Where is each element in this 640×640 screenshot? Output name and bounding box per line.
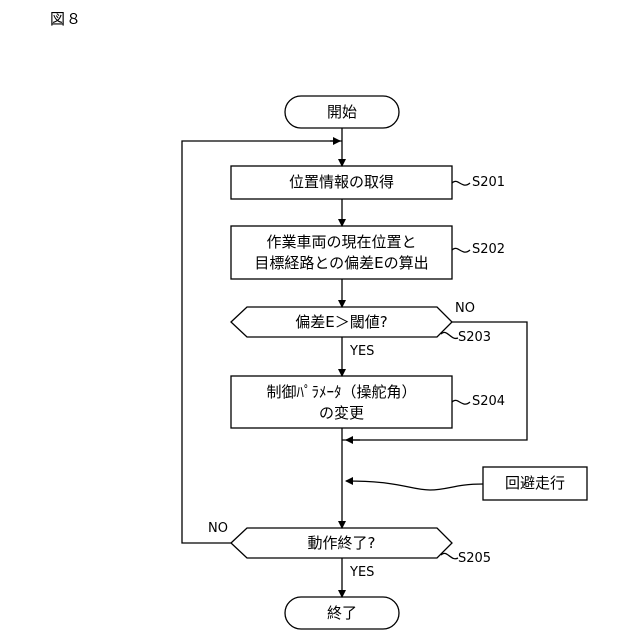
s202-text-line2: 目標経路との偏差Eの算出: [231, 253, 452, 273]
s201-leader: [452, 181, 470, 185]
s204-text-line2: の変更: [231, 403, 452, 423]
s205-text: 動作終了?: [231, 533, 452, 553]
s205-no-loop: [182, 141, 342, 543]
s202-leader: [452, 248, 470, 252]
s203-no-label: NO: [455, 299, 475, 319]
s201-step-label: S201: [472, 173, 505, 193]
s203-text: 偏差E＞閾値?: [231, 312, 452, 332]
figure-label: 図８: [50, 8, 82, 29]
avoid-arrow: [346, 481, 483, 490]
end-text: 終了: [285, 603, 399, 623]
s205-no-label: NO: [208, 519, 228, 539]
s204-text-line1: 制御ﾊﾟﾗﾒｰﾀ（操舵角）: [231, 382, 452, 402]
s203-yes-label: YES: [350, 342, 374, 362]
s203-leader: [441, 332, 458, 338]
s203-step-label: S203: [458, 328, 491, 348]
s205-yes-label: YES: [350, 563, 374, 583]
s205-step-label: S205: [458, 549, 491, 569]
avoid-text: 回避走行: [483, 473, 587, 493]
s205-leader: [441, 553, 458, 558]
s204-leader: [452, 400, 470, 404]
s201-text: 位置情報の取得: [231, 172, 452, 192]
start-text: 開始: [285, 102, 399, 122]
s202-step-label: S202: [472, 240, 505, 260]
s204-step-label: S204: [472, 392, 505, 412]
s202-text-line1: 作業車両の現在位置と: [231, 232, 452, 252]
